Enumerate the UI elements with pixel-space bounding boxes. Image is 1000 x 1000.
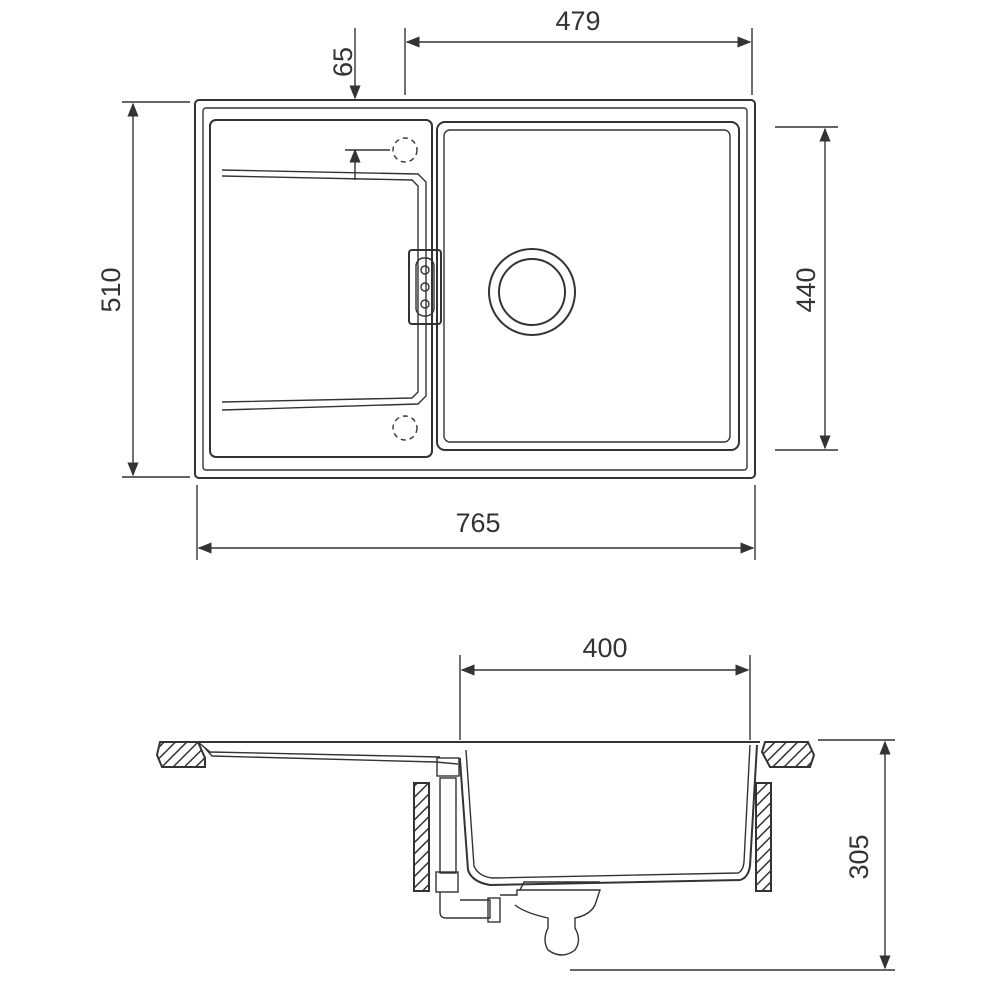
dimension-label: 765 xyxy=(455,508,500,538)
dimension-479: 479 xyxy=(404,6,753,95)
dimension-label: 510 xyxy=(96,267,126,312)
tap-hole-icon xyxy=(392,137,418,163)
cabinet-wall-left xyxy=(413,782,430,892)
dimension-765: 765 xyxy=(196,485,756,560)
dimension-305: 305 xyxy=(570,739,895,971)
section-view xyxy=(155,741,816,956)
dimension-440: 440 xyxy=(775,126,838,451)
tap-hole-icon xyxy=(392,415,418,441)
countertop-left xyxy=(155,741,206,768)
drain-inner-ring xyxy=(498,258,566,326)
sink-outline xyxy=(194,99,756,479)
top-view xyxy=(194,99,756,479)
dimension-label: 479 xyxy=(555,6,600,36)
dimension-label: 440 xyxy=(791,267,821,312)
countertop-right xyxy=(760,741,816,768)
drainboard xyxy=(209,119,433,458)
dimension-label: 65 xyxy=(328,47,358,77)
dimension-400: 400 xyxy=(459,633,751,740)
dimension-65: 65 xyxy=(328,28,390,180)
overflow-slot xyxy=(408,249,442,325)
dimension-510: 510 xyxy=(96,101,190,478)
cabinet-wall-right xyxy=(755,782,772,892)
main-bowl xyxy=(436,121,740,451)
dimension-label: 400 xyxy=(582,633,627,663)
dimension-label: 305 xyxy=(844,834,874,879)
drain-outer-ring xyxy=(488,248,576,336)
